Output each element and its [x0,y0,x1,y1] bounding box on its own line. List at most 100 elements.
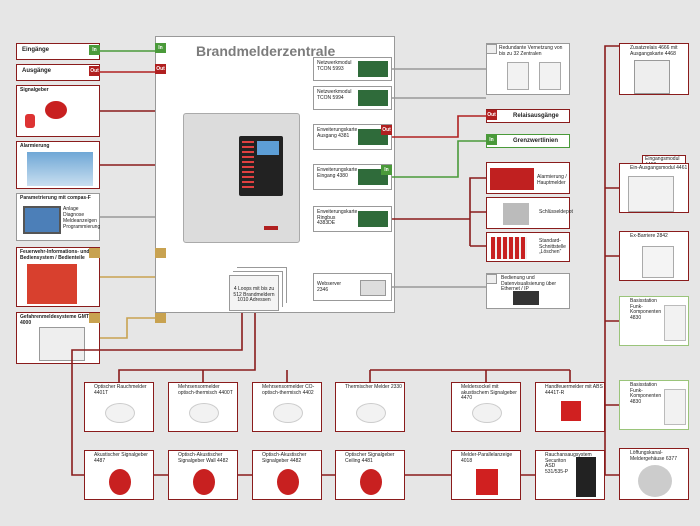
detector-top-3: Thermischer Melder 2330 [335,382,405,432]
sounder-icon-1 [193,469,215,495]
aspirating-system-icon [576,457,596,497]
detector-top-label-1: Mehrsensormelder optisch-thermisch 4400T [178,384,233,396]
tag-bus-panel-b [155,313,166,323]
far-right-label-0: Zusatzrelais 4666 mit Ausgangskarte 4468 [630,45,678,57]
line-relay [392,115,486,138]
far-right-label-4: Basisstation Funk-Komponenten 4830 [630,382,662,405]
tag-out-module: Out [381,125,392,135]
limit-box: Grenzwertlinien [486,134,570,148]
left-box-fibs: Feuerwehr-Informations- und Bediensystem… [16,247,100,307]
loop-bus-a [118,313,571,382]
detector-bottom-0: Akustischer Signalgeber 4487 [84,450,154,500]
siren-icon [45,101,67,119]
detector-icon-4 [472,403,502,423]
left-label-4: Gefahrenmeldesysteme GMT 4000 [20,314,89,326]
panel-logo [264,226,278,230]
io-module-image [628,176,674,212]
key-depot-image [503,203,529,225]
detector-bottom-label-5: Rauchansaugsystem Securiton ASD 531/535-… [545,452,592,475]
detector-bottom-label-0: Akustischer Signalgeber 4487 [94,452,148,464]
page-title: Brandmelderzentrale [196,43,336,59]
module-label-0: Netzwerkmodul TCON 5993 [317,60,352,72]
detector-top-label-4: Meldersockel mit akustischem Signalgeber… [461,384,517,402]
left-label-0: Signalgeber [20,87,49,93]
module-label-3: Erweiterungskarte Eingang 4380 [317,167,358,179]
detector-bottom-4: Melder-Parallelanzeige 4018 [451,450,521,500]
left-label-3: Feuerwehr-Informations- und Bediensystem… [20,249,90,261]
outputs-box: Ausgänge [16,64,100,81]
line-gmt [100,317,155,339]
tag-out-left: Out [89,66,100,76]
far-right-label-3: Basisstation Funk-Komponenten 4830 [630,298,662,321]
tag-in-limit: In [486,135,497,145]
detector-bottom-label-4: Melder-Parallelanzeige 4018 [461,452,513,464]
module-2: Erweiterungskarte Ausgang 4381 [313,124,392,150]
left-box-param: Parametrierung mit compas-F Anlage Diagn… [16,193,100,241]
ex-barrier-image [642,246,674,278]
tag-bus-fibs [89,248,100,258]
duct-housing-image [638,465,672,497]
tag-out-relay: Out [486,110,497,120]
left-box-signal: Signalgeber [16,85,100,137]
inputs-label: Eingänge [22,47,50,53]
alarm-box: Alarmierung / Hauptmelder [486,162,570,194]
detector-top-label-5: Handfeuermelder mit ABS 4441T-R [545,384,603,396]
loop-cards [229,275,279,311]
far-right-box-1: Ein-Ausgangsmodul 4461 [619,163,689,213]
detector-icon-0 [105,403,135,423]
module-label-2: Erweiterungskarte Ausgang 4381 [317,127,358,139]
panel-display [239,136,283,196]
tag-out-panel: Out [155,64,166,74]
detector-top-label-2: Mehrsensormelder CO-optisch-thermisch 44… [262,384,315,396]
module-label-4: Erweiterungskarte Ringbus 4383DE [317,209,358,227]
panel-thumb-b [539,62,561,90]
detector-top-5: Handfeuermelder mit ABS 4441T-R [535,382,605,432]
detector-bottom-label-2: Optisch-Akustischer Signalgeber 4482 [262,452,307,464]
panel-thumb-a [507,62,529,90]
parallel-indicator-icon [476,469,498,495]
far-right-box-5: Löffungskanal-Meldergehäuse 6377 [619,448,689,500]
far-right-box-0: Zusatzrelais 4666 mit Ausgangskarte 4468 [619,43,689,95]
detector-bottom-5: Rauchansaugsystem Securiton ASD 531/535-… [535,450,605,500]
module-board-0 [358,61,388,77]
relay-device [634,60,670,94]
line-limit [392,140,486,178]
left-box-gmt: Gefahrenmeldesysteme GMT 4000 [16,312,100,364]
alarm-label: Alarmierung / Hauptmelder [537,174,567,186]
detector-top-2: Mehrsensormelder CO-optisch-thermisch 44… [252,382,322,432]
laptop-item-0: Anlage [63,206,79,212]
detector-bottom-3: Optischer Signalgeber Ceiling 4481 [335,450,405,500]
tag-bus-gmt [89,313,100,323]
module-label-1: Netzwerkmodul TCON 5994 [317,89,352,101]
tag-bus-panel-a [155,248,166,258]
left-box-alarm: Alarmierung [16,141,100,189]
far-right-box-4: Basisstation Funk-Komponenten 4830 [619,380,689,430]
inputs-box: Eingänge [16,43,100,60]
detector-top-label-0: Optischer Rauchmelder 4401T [94,384,147,396]
fibs-cabinet [27,264,77,304]
detector-top-4: Meldersockel mit akustischem Signalgeber… [451,382,521,432]
extinguish-image [491,237,527,259]
far-right-bus [604,45,619,476]
gmt-panel [39,327,85,361]
beacon-icon [25,114,35,128]
detector-icon-3 [356,403,386,423]
module-board-1 [358,90,388,106]
sounder-icon-2 [277,469,299,495]
laptop-item-3: Programmierung [63,224,101,230]
tag-in-module: In [381,165,392,175]
redundancy-box: Redundante Vernetzung von bis zu 32 Zent… [486,43,570,95]
laptop-item-1: Diagnose [63,212,85,218]
laptop-item-2: Meldeanzeigen [63,218,97,224]
detector-bottom-2: Optisch-Akustischer Signalgeber 4482 [252,450,322,500]
module-board-2 [358,129,388,145]
far-right-box-2: Ex-Barriere 2842 [619,231,689,281]
line-ringbus [392,177,486,247]
detector-bottom-label-1: Optisch-Akustischer Signalgeber Wall 448… [178,452,229,464]
left-label-2: Parametrierung mit compas-F [20,195,91,201]
web-box: Bedienung und Datenvisualisierung über E… [486,273,570,309]
outputs-label: Ausgänge [22,68,52,74]
loop-info: 4 Loops mit bis zu 512 Brandmeldern 1010… [233,286,275,304]
detector-top-label-3: Thermischer Melder 2330 [345,384,402,390]
